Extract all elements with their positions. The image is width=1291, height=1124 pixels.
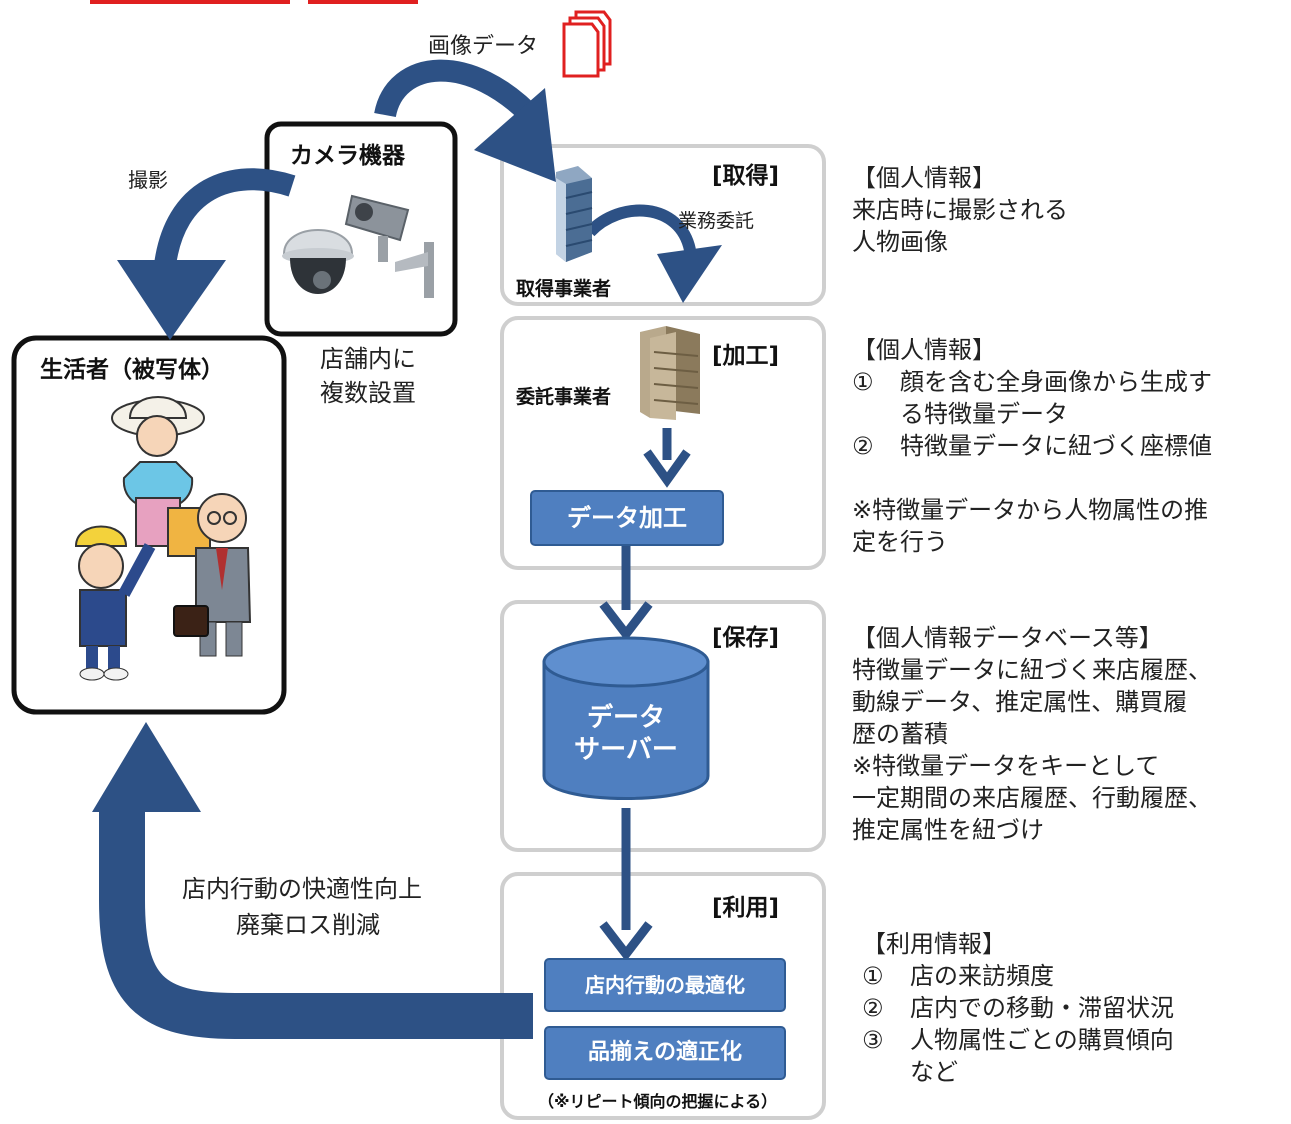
stage-tag-process: [加工] bbox=[712, 343, 780, 369]
info-store-heading: 【個人情報データベース等】 bbox=[852, 624, 1163, 652]
office-building-icon bbox=[556, 166, 593, 262]
shoot-arrow bbox=[154, 168, 296, 267]
image-data-arrow-head bbox=[474, 88, 556, 182]
process-operator: 委託事業者 bbox=[516, 386, 612, 408]
bullet-camera-icon bbox=[344, 194, 434, 298]
return-arrow bbox=[99, 800, 533, 1039]
data-server-label: データ サーバー bbox=[560, 702, 692, 766]
subject-title: 生活者（被写体） bbox=[40, 357, 224, 383]
camera-caption-1: 店舗内に bbox=[320, 345, 416, 373]
arrow-process-to-store-head bbox=[599, 601, 653, 642]
use-note: （※リピート傾向の把握による） bbox=[538, 1092, 778, 1111]
info-store-line-6: 推定属性を紐づけ bbox=[852, 816, 1044, 844]
benefit-line-1: 店内行動の快適性向上 bbox=[182, 875, 422, 903]
stage-tag-use: [利用] bbox=[712, 895, 780, 921]
info-store-line-3: 歴の蓄積 bbox=[852, 720, 948, 748]
info-process-heading: 【個人情報】 bbox=[852, 336, 996, 364]
server-line-2: サーバー bbox=[574, 735, 678, 765]
optimize-assortment-button[interactable]: 品揃えの適正化 bbox=[544, 1026, 786, 1080]
info-store-line-1: 特徴量データに紐づく来店履歴、 bbox=[852, 656, 1212, 684]
red-mark-left bbox=[90, 0, 290, 4]
info-process-item-1-cont: る特徴量データ bbox=[900, 400, 1068, 428]
info-store-line-2: 動線データ、推定属性、購買履 bbox=[852, 688, 1188, 716]
info-use-item-3-cont: など bbox=[910, 1058, 958, 1086]
data-processing-button[interactable]: データ加工 bbox=[530, 490, 724, 546]
optimize-instore-behavior-button[interactable]: 店内行動の最適化 bbox=[544, 958, 786, 1012]
red-mark-right bbox=[308, 0, 418, 4]
acquire-operator: 取得事業者 bbox=[516, 278, 612, 300]
image-data-label: 画像データ bbox=[428, 34, 539, 59]
outsourcing-arrow-head bbox=[657, 245, 722, 303]
info-use-heading: 【利用情報】 bbox=[862, 930, 1006, 958]
dome-camera-icon bbox=[282, 229, 354, 294]
server-line-1: データ bbox=[586, 703, 665, 733]
info-acquire-line-1: 来店時に撮影される bbox=[852, 196, 1068, 224]
shoot-label: 撮影 bbox=[128, 168, 168, 192]
info-process-note-2: 定を行う bbox=[852, 528, 948, 556]
shoot-arrow-head bbox=[117, 260, 226, 340]
stage-tag-acquire: [取得] bbox=[712, 163, 780, 189]
shoppers-illustration bbox=[74, 396, 252, 681]
arrow-building-to-process-head bbox=[643, 449, 691, 488]
database-cylinder-icon bbox=[542, 636, 710, 800]
image-data-arrow bbox=[374, 59, 544, 128]
benefit-line-2: 廃棄ロス削減 bbox=[236, 911, 380, 939]
tall-building-icon bbox=[640, 326, 700, 420]
stage-tag-store: [保存] bbox=[712, 625, 780, 651]
document-stack-icon bbox=[562, 10, 612, 78]
info-process-note-1: ※特徴量データから人物属性の推 bbox=[852, 496, 1209, 524]
return-arrow-head bbox=[92, 722, 201, 812]
outsourcing-label: 業務委託 bbox=[678, 210, 755, 232]
info-acquire-line-2: 人物画像 bbox=[852, 228, 948, 256]
info-store-line-4: ※特徴量データをキーとして bbox=[852, 752, 1160, 780]
info-acquire-heading: 【個人情報】 bbox=[852, 164, 996, 192]
outsourcing-arrow bbox=[585, 204, 696, 252]
info-store: 【個人情報データベース等】 特徴量データに紐づく来店履歴、 動線データ、推定属性… bbox=[852, 622, 1212, 846]
info-acquire: 【個人情報】 来店時に撮影される 人物画像 bbox=[852, 162, 1068, 258]
info-store-line-5: 一定期間の来店履歴、行動履歴、 bbox=[852, 784, 1212, 812]
camera-caption-2: 複数設置 bbox=[320, 379, 416, 407]
camera-title: カメラ機器 bbox=[290, 143, 405, 169]
arrow-store-to-use-head bbox=[599, 921, 653, 962]
